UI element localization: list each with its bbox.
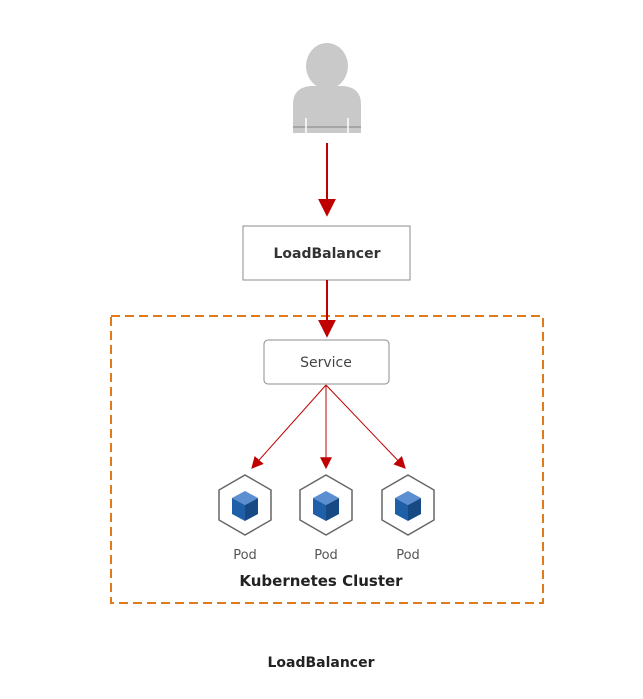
service-to-pod-3-arrow bbox=[325, 384, 406, 469]
load-balancer-box: LoadBalancer bbox=[242, 225, 411, 281]
pod-2 bbox=[299, 474, 353, 536]
pod-2-label: Pod bbox=[314, 548, 338, 563]
service-to-pod-1-arrow bbox=[251, 384, 327, 469]
pod-1-label: Pod bbox=[233, 548, 257, 563]
user-icon bbox=[293, 43, 361, 133]
pod-cube-icon bbox=[299, 474, 353, 536]
pod-3 bbox=[381, 474, 435, 536]
service-box: Service bbox=[263, 339, 390, 385]
cluster-label: Kubernetes Cluster bbox=[239, 572, 403, 590]
pod-1 bbox=[218, 474, 272, 536]
load-balancer-label: LoadBalancer bbox=[273, 246, 380, 262]
service-label: Service bbox=[300, 355, 352, 371]
pod-cube-icon bbox=[218, 474, 272, 536]
figure-caption: LoadBalancer bbox=[267, 655, 374, 671]
pod-cube-icon bbox=[381, 474, 435, 536]
pod-3-label: Pod bbox=[396, 548, 420, 563]
